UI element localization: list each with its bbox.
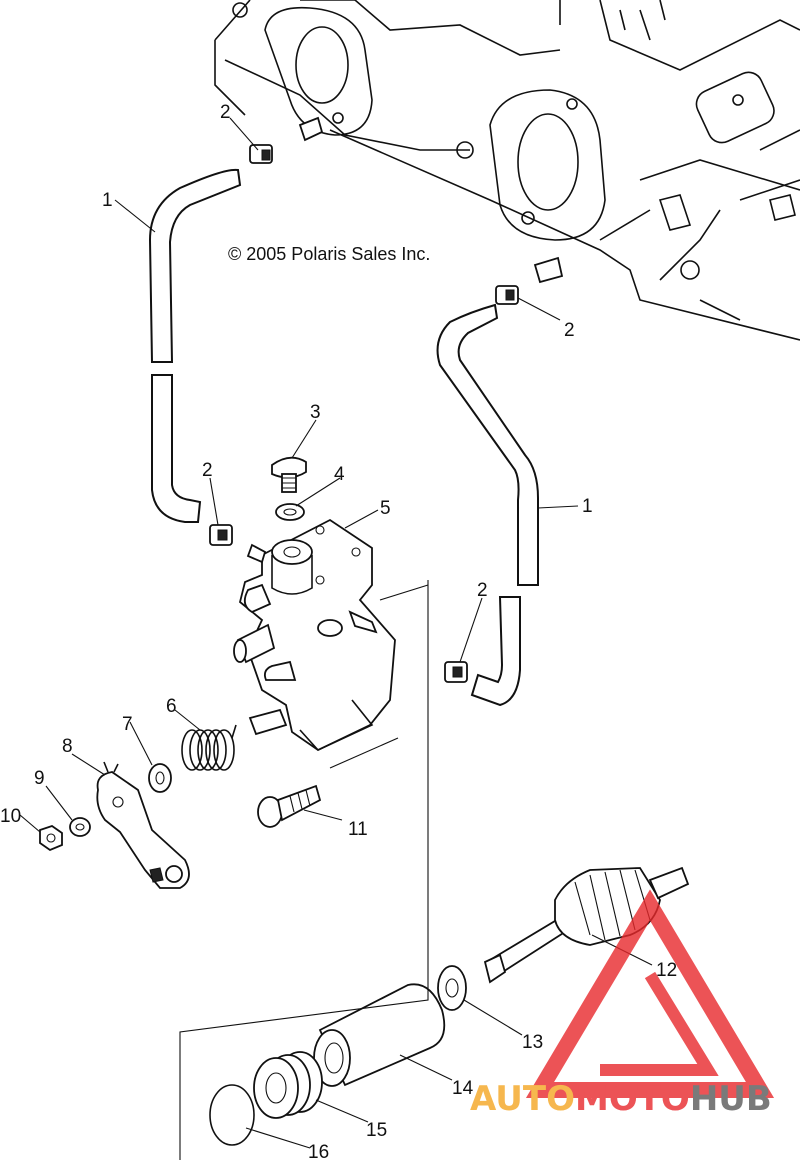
watermark-auto: AUTO xyxy=(470,1079,575,1119)
callout-2-mid-left: 2 xyxy=(202,460,213,481)
callout-4: 4 xyxy=(334,464,345,485)
oil-seal xyxy=(253,1051,323,1119)
gear-bushing xyxy=(313,983,446,1087)
o-ring xyxy=(209,1084,255,1146)
copyright-text: © 2005 Polaris Sales Inc. xyxy=(228,244,430,264)
flat-washer-7 xyxy=(148,763,172,793)
leader-lines xyxy=(19,117,653,1149)
oil-hose-left xyxy=(148,168,242,523)
assembly-outline xyxy=(179,580,429,1160)
return-spring xyxy=(181,724,237,771)
oil-hose-right xyxy=(436,303,539,707)
cylinder-head xyxy=(214,0,800,341)
mounting-screw xyxy=(257,784,322,828)
callout-labels: 1 1 2 2 2 2 3 4 5 6 7 8 9 10 11 12 13 14… xyxy=(0,102,677,1160)
lock-washer-9 xyxy=(69,817,91,837)
hose-clamp-top-right xyxy=(495,285,519,305)
hex-nut-10 xyxy=(39,825,63,852)
watermark-hub: HUB xyxy=(690,1079,772,1119)
callout-5: 5 xyxy=(380,498,391,519)
callout-13: 13 xyxy=(522,1032,543,1053)
callout-1-right: 1 xyxy=(582,496,593,517)
hose-clamp-mid-left xyxy=(209,524,233,546)
callout-16: 16 xyxy=(308,1142,329,1160)
callout-9: 9 xyxy=(34,768,45,789)
callout-11: 11 xyxy=(348,819,368,840)
bleed-screw xyxy=(271,456,307,493)
callout-2-top-right: 2 xyxy=(564,320,575,341)
callout-14: 14 xyxy=(452,1078,474,1099)
watermark-text: AUTOMOTOHUB xyxy=(470,1079,772,1119)
thrust-washer-13 xyxy=(437,965,467,1011)
sealing-washer xyxy=(275,503,305,521)
oil-pump xyxy=(233,518,396,752)
callout-1-left: 1 xyxy=(102,190,113,211)
hose-clamp-top-left xyxy=(249,144,273,164)
callout-6: 6 xyxy=(166,696,177,717)
callout-12: 12 xyxy=(656,960,677,981)
callout-15: 15 xyxy=(366,1120,387,1141)
callout-3: 3 xyxy=(310,402,321,423)
callout-2-top-left: 2 xyxy=(220,102,231,123)
control-lever xyxy=(96,761,190,889)
watermark-moto: MOTO xyxy=(575,1079,690,1119)
callout-2-mid-right: 2 xyxy=(477,580,488,601)
callout-8: 8 xyxy=(62,736,73,757)
hose-clamp-mid-right xyxy=(444,661,468,683)
callout-7: 7 xyxy=(122,714,133,735)
watermark-logo: AUTOMOTOHUB xyxy=(470,889,775,1119)
callout-10: 10 xyxy=(0,806,21,827)
